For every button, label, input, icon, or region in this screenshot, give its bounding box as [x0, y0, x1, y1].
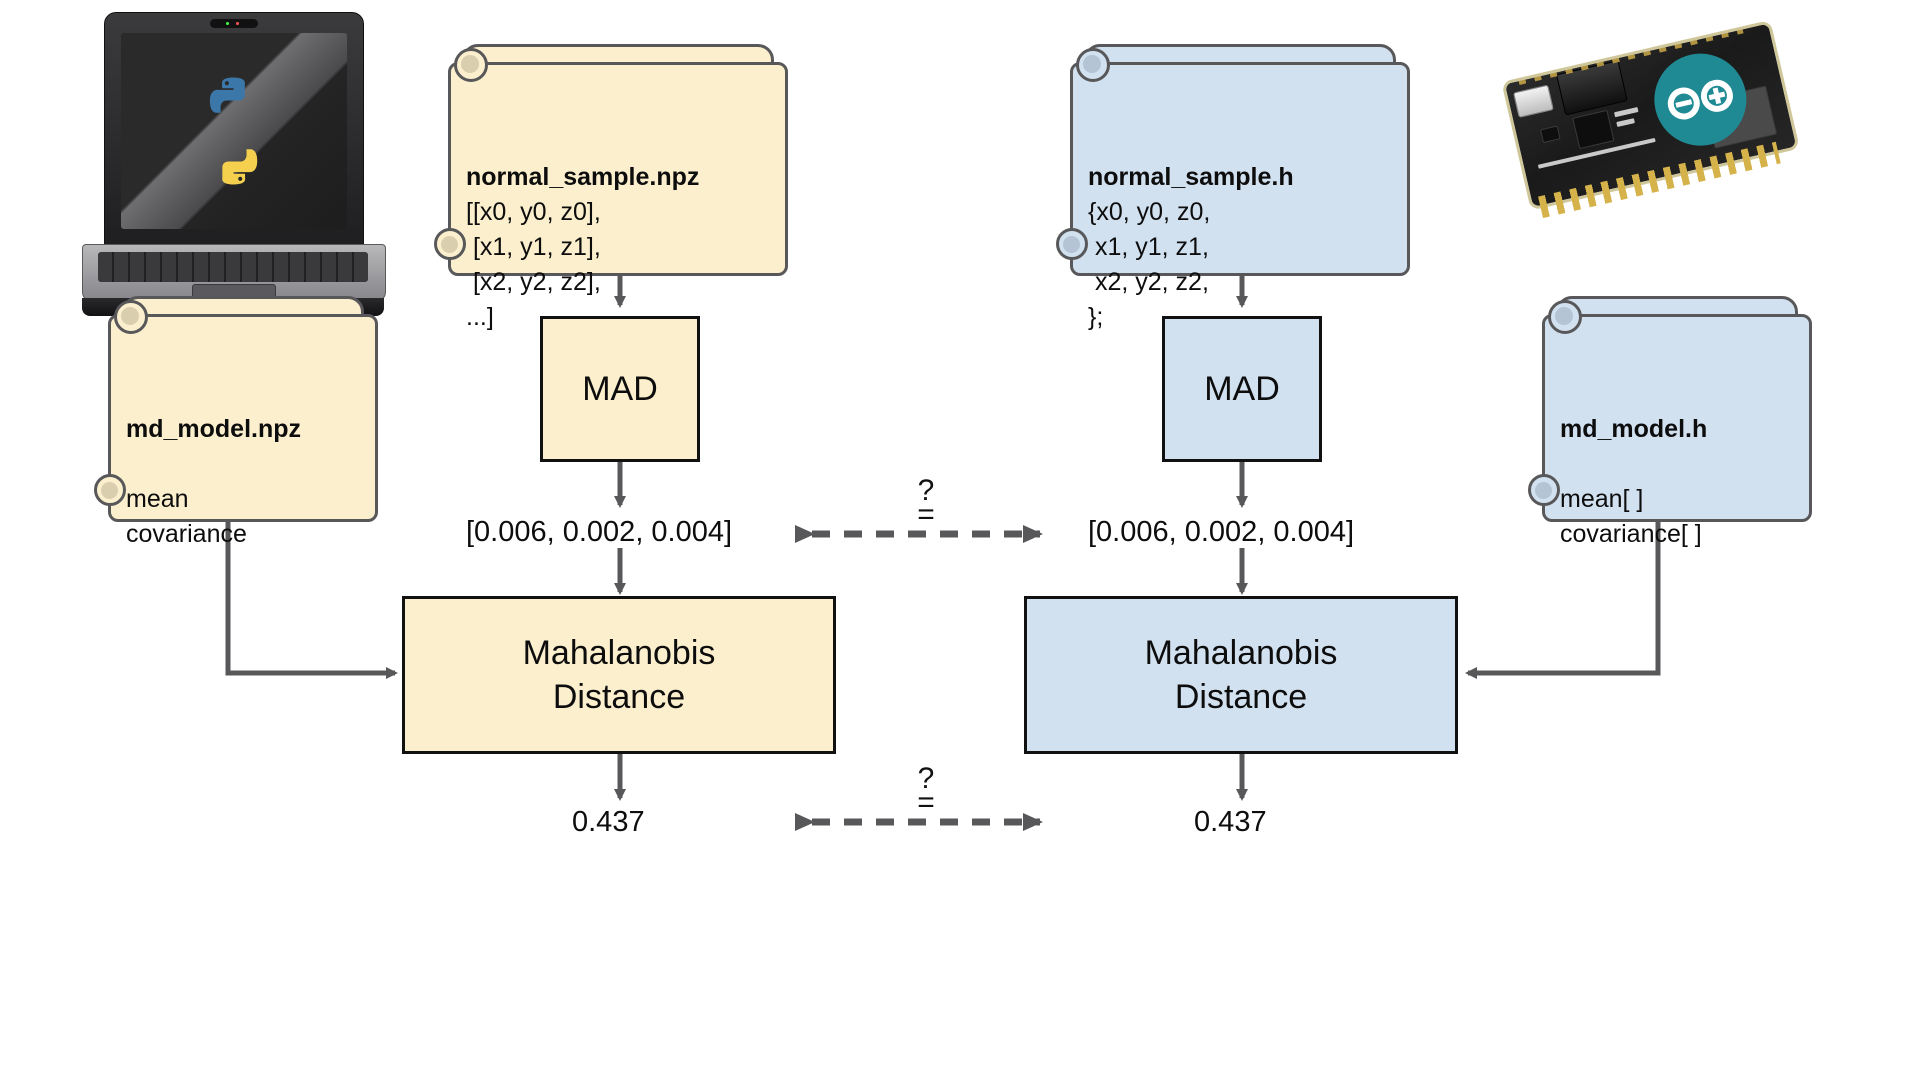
note-text: md_model.h mean[ ] covariance[ ] [1560, 342, 1802, 587]
note-line: ...] [466, 303, 494, 331]
box-mad-arduino[interactable]: MAD [1162, 316, 1322, 462]
note-curl-bottom-left [1056, 228, 1088, 260]
note-line: x1, y1, z1, [1088, 233, 1209, 261]
note-curl-bottom-left-inner [1535, 482, 1552, 499]
laptop-lid [104, 12, 364, 252]
infinity-icon [1667, 79, 1733, 120]
note-title: md_model.npz [126, 415, 302, 443]
note-curl-top-left-inner [461, 55, 479, 73]
value-distance-python: 0.437 [572, 806, 645, 838]
note-line: covariance [126, 520, 247, 548]
note-curl-bottom-left-inner [441, 236, 458, 253]
arduino-board [1501, 19, 1800, 219]
note-title: md_model.h [1560, 415, 1708, 443]
note-md-model-h[interactable]: md_model.h mean[ ] covariance[ ] [1528, 296, 1812, 548]
note-curl-bottom-left-inner [1063, 236, 1080, 253]
webcam-icon [210, 19, 258, 28]
note-line: [x2, y2, z2], [466, 268, 601, 296]
value-mad-output-arduino: [0.006, 0.002, 0.004] [1088, 516, 1355, 548]
note-body [108, 314, 378, 522]
note-normal-sample-npz[interactable]: normal_sample.npz [[x0, y0, z0], [x1, y1,… [434, 44, 788, 331]
mcu-chip [1572, 109, 1615, 150]
note-line: mean[ ] [1560, 485, 1644, 513]
note-curl-top-left-inner [1083, 55, 1101, 73]
value-mad-output-python: [0.006, 0.002, 0.004] [466, 516, 733, 548]
python-logo [209, 77, 258, 185]
question-mark: ? [917, 474, 935, 507]
box-label: MAD [1204, 369, 1280, 408]
laptop-screen [121, 33, 347, 229]
note-line: }; [1088, 303, 1104, 331]
laptop-keyboard [98, 252, 368, 282]
note-curl-bottom-left [1528, 474, 1560, 506]
equals-sign: = [917, 498, 935, 531]
comparison-bottom: ? = [896, 762, 956, 819]
note-line: x2, y2, z2, [1088, 268, 1209, 296]
laptop-python [82, 12, 386, 316]
note-curl-top-left-inner [121, 307, 139, 325]
value-distance-arduino: 0.437 [1194, 806, 1267, 838]
box-mad-python[interactable]: MAD [540, 316, 700, 462]
smd-component [1539, 125, 1561, 144]
usb-connector [1512, 84, 1554, 118]
question-mark: ? [917, 762, 935, 795]
note-title: normal_sample.h [1088, 163, 1294, 191]
note-text: normal_sample.h{x0, y0, z0, x1, y1, z1, … [1088, 90, 1400, 370]
note-curl-bottom-left-inner [101, 482, 118, 499]
note-body [1070, 62, 1410, 276]
note-normal-sample-h[interactable]: normal_sample.h{x0, y0, z0, x1, y1, z1, … [1056, 44, 1410, 331]
box-label: MAD [582, 369, 658, 408]
board-module [1556, 60, 1628, 116]
box-label: Mahalanobis Distance [1144, 634, 1338, 716]
note-body [448, 62, 788, 276]
box-mahalanobis-arduino[interactable]: Mahalanobis Distance [1024, 596, 1458, 754]
note-body [1542, 314, 1812, 522]
note-line: covariance[ ] [1560, 520, 1702, 548]
note-line: [x1, y1, z1], [466, 233, 601, 261]
silkscreen-mark [1614, 107, 1639, 118]
box-mahalanobis-python[interactable]: Mahalanobis Distance [402, 596, 836, 754]
note-text: normal_sample.npz [[x0, y0, z0], [x1, y1,… [466, 90, 778, 370]
box-label: Mahalanobis Distance [522, 634, 716, 716]
note-curl-top-left [454, 48, 488, 82]
note-line: {x0, y0, z0, [1088, 198, 1211, 226]
silkscreen-mark [1616, 118, 1635, 128]
note-title: normal_sample.npz [466, 163, 700, 191]
note-curl-top-left-inner [1555, 307, 1573, 325]
note-line: mean [126, 485, 189, 513]
note-md-model-npz[interactable]: md_model.npz mean covariance [94, 296, 378, 548]
note-text: md_model.npz mean covariance [126, 342, 368, 587]
arduino-infinity-logo [1645, 44, 1756, 155]
note-line: [[x0, y0, z0], [466, 198, 601, 226]
comparison-top: ? = [896, 474, 956, 531]
equals-sign: = [917, 786, 935, 819]
